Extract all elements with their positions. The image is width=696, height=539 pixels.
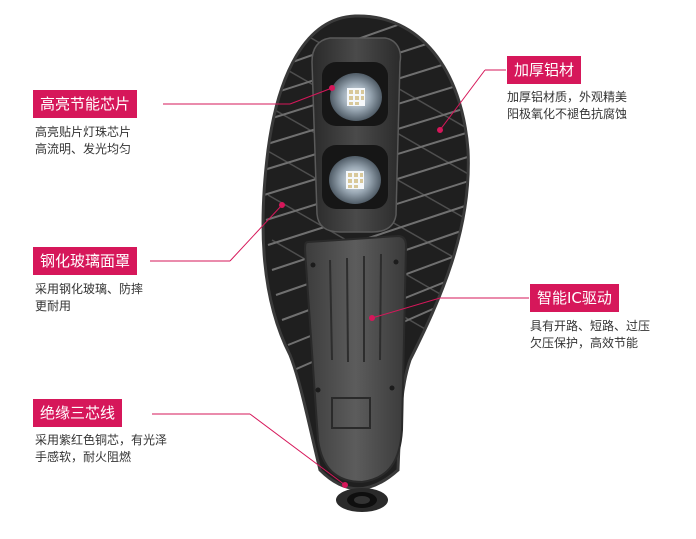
chip-line-2: 高流明、发光均匀 (35, 142, 132, 156)
pole-connector (336, 488, 388, 512)
chip-line-1: 高亮贴片灯珠芯片 (35, 125, 132, 139)
aluminum-line-2: 阳极氧化不褪色抗腐蚀 (507, 107, 628, 121)
driver-description: 具有开路、短路、过压 欠压保护，高效节能 (530, 318, 650, 352)
chip-title: 高亮节能芯片 (33, 90, 138, 118)
aluminum-title: 加厚铝材 (507, 56, 582, 84)
wire-title: 绝缘三芯线 (33, 399, 123, 427)
led-lens-upper (330, 73, 382, 121)
glass-title: 钢化玻璃面罩 (33, 247, 138, 275)
glass-line-2: 更耐用 (35, 299, 72, 313)
wire-description: 采用紫红色铜芯，有光泽 手感软，耐火阻燃 (35, 432, 167, 466)
glass-description: 采用钢化玻璃、防摔 更耐用 (35, 281, 143, 315)
callout-connectors (150, 69, 529, 488)
glass-line-1: 采用钢化玻璃、防摔 (35, 282, 144, 296)
driver-line-2: 欠压保护，高效节能 (530, 336, 639, 350)
chip-description: 高亮贴片灯珠芯片 高流明、发光均匀 (35, 124, 131, 158)
aluminum-line-1: 加厚铝材质，外观精美 (507, 90, 628, 104)
wire-line-1: 采用紫红色铜芯，有光泽 (35, 433, 168, 447)
driver-cover (303, 234, 408, 484)
aluminum-description: 加厚铝材质，外观精美 阳极氧化不褪色抗腐蚀 (507, 89, 627, 123)
driver-title: 智能IC驱动 (530, 284, 619, 312)
wire-line-2: 手感软，耐火阻燃 (35, 450, 132, 464)
driver-line-1: 具有开路、短路、过压 (530, 319, 651, 333)
led-lens-lower (329, 156, 381, 204)
